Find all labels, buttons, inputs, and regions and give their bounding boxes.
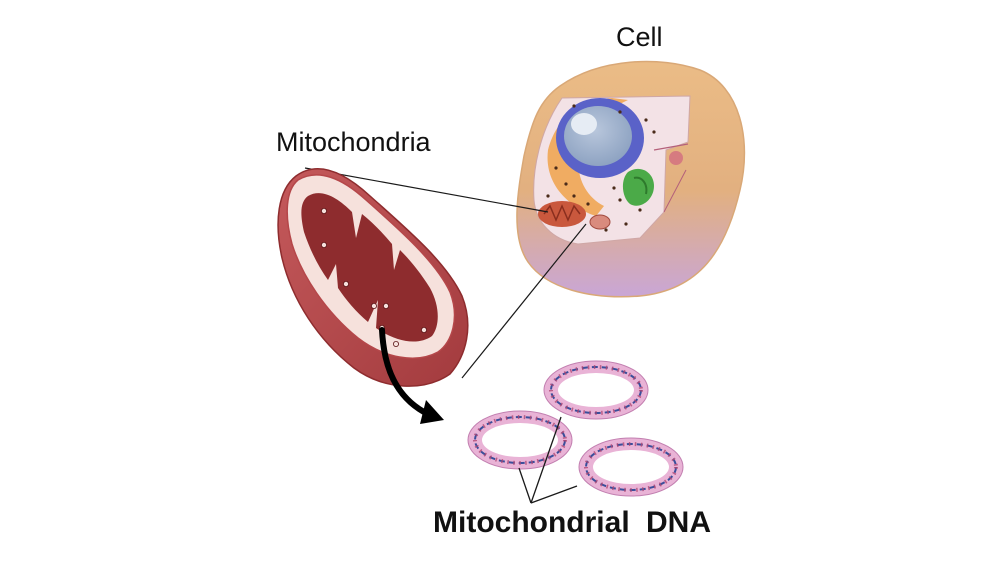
mitochondrion-matrix xyxy=(301,193,438,342)
curved-arrow-icon xyxy=(379,327,444,424)
leader-line-upper xyxy=(304,167,549,213)
dna-ring-icon xyxy=(467,410,573,470)
cell-icon xyxy=(516,60,746,298)
mitochondria-label: Mitochondria xyxy=(276,127,431,157)
dna-pointer-lines xyxy=(518,416,578,504)
mitochondrial-dna-label: Mitochondrial DNA xyxy=(433,506,711,539)
leader-line-lower xyxy=(461,223,587,379)
mitochondrion-icon xyxy=(277,167,469,387)
dna-ring-icon xyxy=(543,360,649,420)
leader-lines xyxy=(304,167,587,379)
cell-label: Cell xyxy=(616,22,663,52)
golgi-apparatus xyxy=(622,168,654,206)
dna-ring-icon xyxy=(578,437,684,497)
nucleus xyxy=(564,106,632,166)
nucleolus xyxy=(571,113,597,135)
dna-rings xyxy=(467,360,684,497)
